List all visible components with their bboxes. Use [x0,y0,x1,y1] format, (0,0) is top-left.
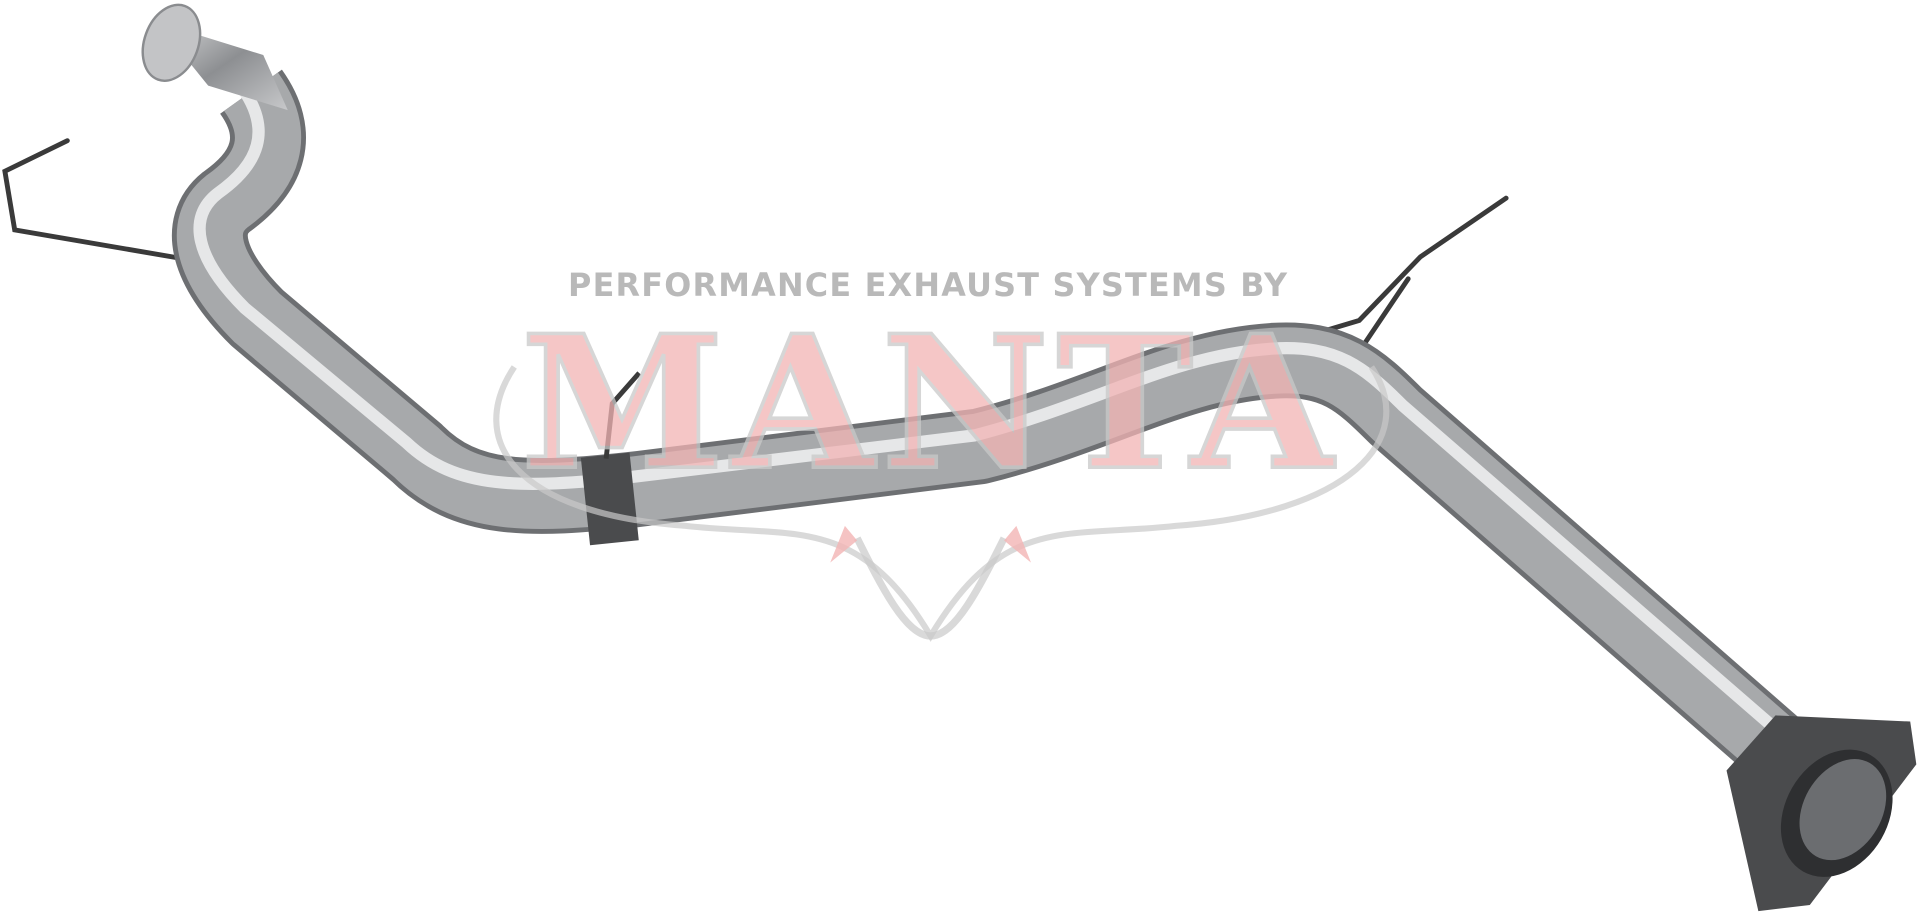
pipe-clamp [580,371,642,546]
watermark-tagline: PERFORMANCE EXHAUST SYSTEMS BY [568,266,1288,304]
watermark-brand: MANTA [521,296,1341,511]
hanger-left [2,138,189,262]
pipe-flange [1726,715,1917,912]
exhaust-tip [141,3,288,111]
manta-watermark: PERFORMANCE EXHAUST SYSTEMS BY MANTA [493,266,1390,642]
